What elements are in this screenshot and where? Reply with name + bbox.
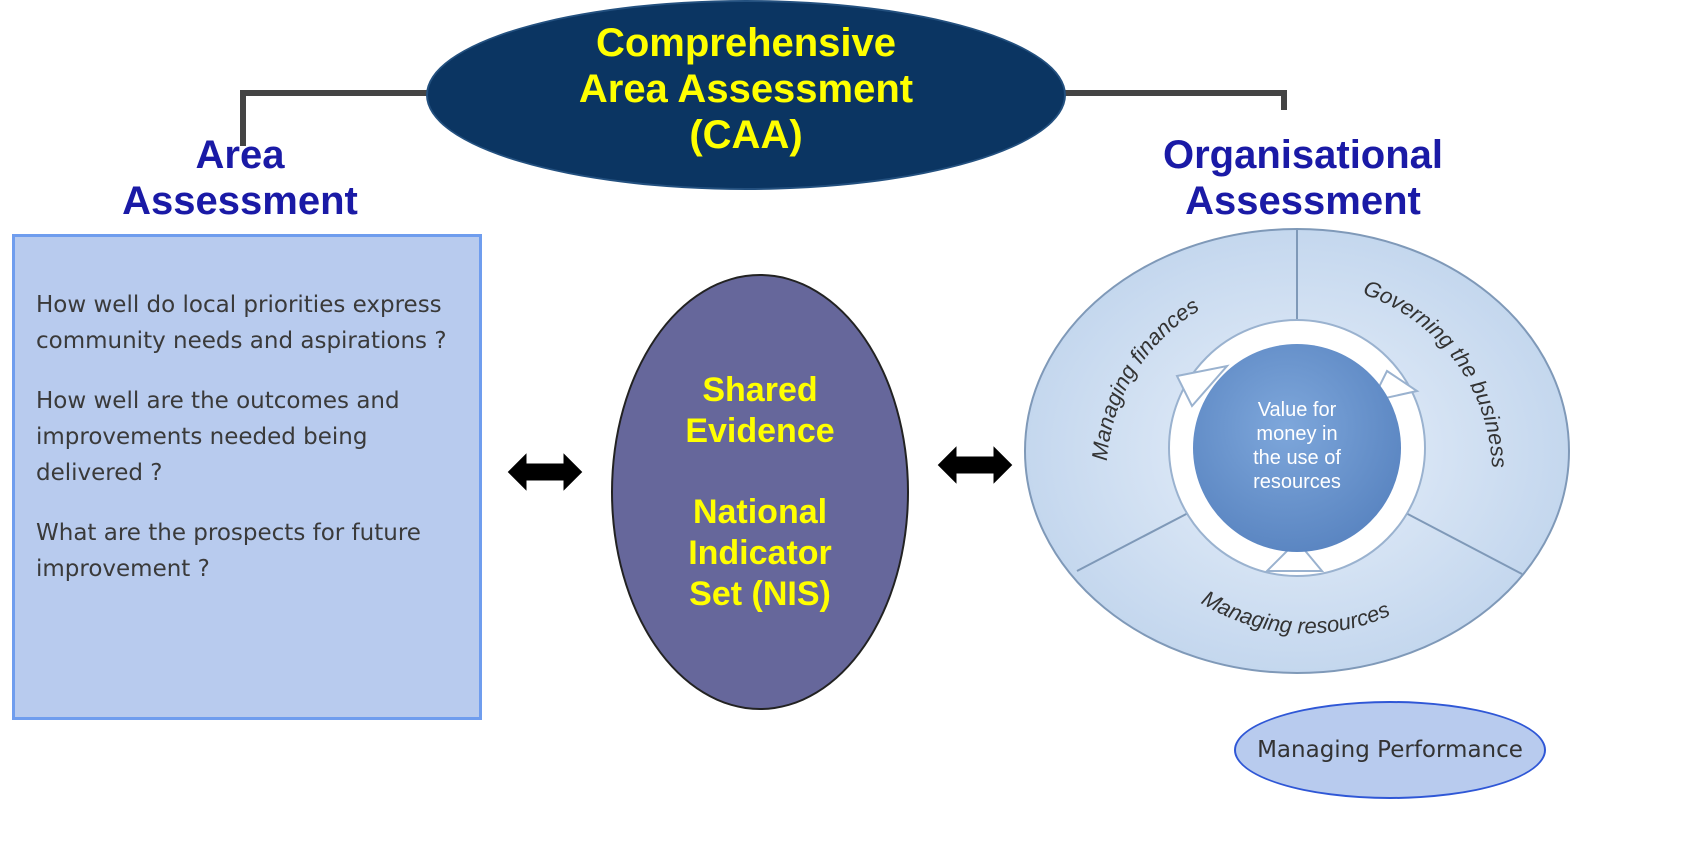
- caa-title-line1: Comprehensive: [595, 21, 897, 65]
- area-heading-line2: Assessment: [122, 179, 358, 223]
- area-assessment-box: How well do local priorities express com…: [12, 234, 482, 720]
- shared-line4: Indicator: [688, 533, 832, 572]
- center-line4: resources: [1253, 471, 1341, 493]
- managing-performance-pill: Managing Performance: [1234, 701, 1546, 799]
- shared-line2: Evidence: [685, 411, 835, 450]
- double-arrow-icon-left: [506, 450, 584, 494]
- cycle-arrow-icon: [1175, 364, 1230, 408]
- caa-title-line3: (CAA): [689, 113, 803, 157]
- area-heading-line1: Area: [195, 133, 285, 177]
- area-question-1: How well do local priorities express com…: [36, 292, 447, 354]
- org-heading-line1: Organisational: [1162, 133, 1444, 177]
- shared-line3: National: [692, 492, 828, 531]
- cycle-arrow-icon: [1264, 539, 1325, 572]
- shared-line5: Set (NIS): [689, 574, 831, 613]
- caa-title-line2: Area Assessment: [578, 67, 914, 111]
- organisational-wheel: Value for money in the use of resources …: [1024, 228, 1570, 674]
- shared-line1: Shared: [702, 370, 818, 409]
- area-question-2: How well are the outcomes and improvemen…: [36, 388, 400, 486]
- center-line3: the use of: [1253, 447, 1341, 469]
- double-arrow-icon-right: [936, 443, 1014, 487]
- caa-ellipse: Comprehensive Area Assessment (CAA): [426, 0, 1066, 190]
- shared-evidence-ellipse: Shared Evidence National Indicator Set (…: [611, 274, 909, 710]
- managing-performance-label: Managing Performance: [1257, 737, 1523, 763]
- area-question-3: What are the prospects for future improv…: [36, 520, 421, 582]
- organisational-assessment-heading: Organisational Assessment: [1118, 132, 1488, 224]
- center-line1: Value for: [1258, 399, 1337, 421]
- org-heading-line2: Assessment: [1185, 179, 1421, 223]
- center-line2: money in: [1256, 423, 1337, 445]
- wheel-center: [1193, 344, 1401, 552]
- area-assessment-heading: Area Assessment: [90, 132, 390, 224]
